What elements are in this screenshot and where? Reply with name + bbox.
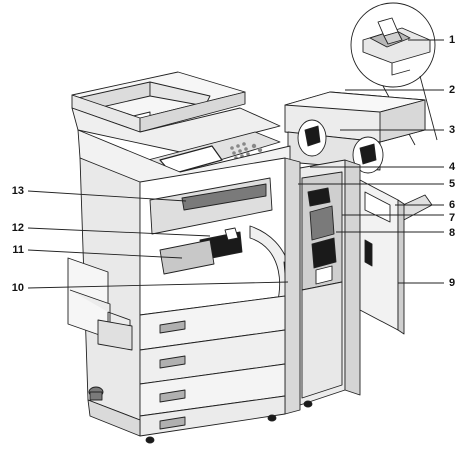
leader-line-12 [27,227,211,237]
callout-7: 7 [449,212,456,224]
leader-line-11 [27,249,183,259]
callout-8: 8 [449,227,456,239]
finisher-unit [284,91,433,406]
callout-12: 12 [11,222,24,234]
callout-6: 6 [449,199,456,211]
printer-main-body [67,71,313,444]
callout-10: 10 [11,282,24,294]
callout-9: 9 [449,277,456,289]
callout-3: 3 [449,124,456,136]
callout-5: 5 [449,178,456,190]
callout-2: 2 [449,84,456,96]
callout-4: 4 [449,161,456,173]
zoom-detail-inset [350,2,436,88]
callout-1: 1 [449,34,456,46]
leader-line-10 [27,281,289,289]
callout-11: 11 [12,244,24,256]
leader-line-13 [27,190,187,202]
callout-13: 13 [11,185,24,197]
callout-leader-lines [27,39,444,289]
